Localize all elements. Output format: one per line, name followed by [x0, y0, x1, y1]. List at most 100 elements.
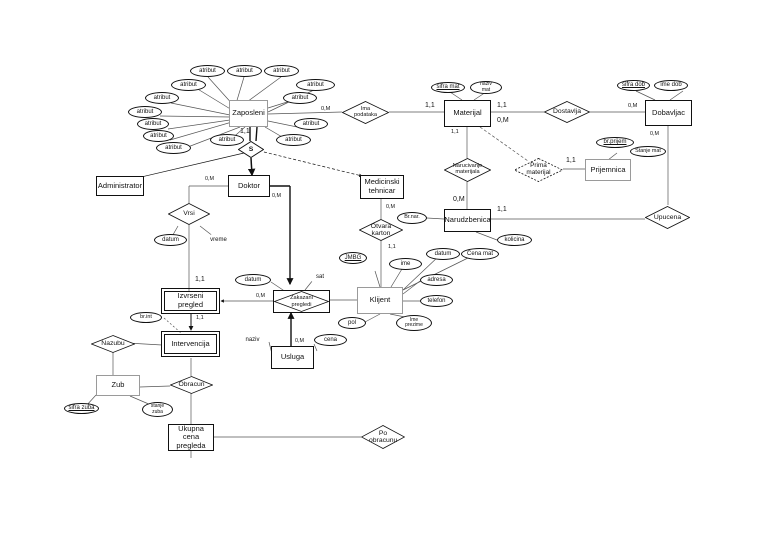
diamond-shape [361, 425, 405, 449]
cardinality-label: 0,M [628, 103, 638, 109]
cardinality-label: 0,M [497, 117, 509, 124]
zaposleni-attribute: atribut [137, 118, 169, 130]
attribute-datum-klijent: datum [426, 248, 460, 260]
cardinality-label: 0,M [205, 176, 214, 182]
attribute-sifra-mat: sifra mat [431, 82, 465, 93]
attribute-br-int: br.int [130, 312, 162, 323]
relationship-label: Prima materijal [526, 162, 551, 176]
relationship-label: Narucivanje materijala [452, 163, 483, 175]
attribute-pol: pol [338, 317, 366, 329]
attribute-vreme: vreme [201, 234, 236, 246]
zaposleni-attribute: atribut [156, 142, 191, 154]
diamond-shape [91, 335, 135, 353]
cardinality-label: 1,1 [497, 206, 507, 213]
relationship-narucivanje-materijala: Narucivanje materijala [444, 158, 491, 182]
zaposleni-attribute: atribut [210, 134, 244, 146]
relationship-s: S [238, 141, 264, 158]
diamond-shape [342, 101, 389, 124]
cardinality-label: 0,M [650, 131, 659, 137]
attribute-sat: sat [308, 271, 332, 283]
diamond-shape [274, 291, 329, 312]
entity-administrator: Administrator [96, 176, 144, 196]
diamond-shape [238, 141, 264, 158]
cardinality-label: 0,M [321, 106, 331, 112]
attribute-kolicina: kolicina [497, 234, 532, 246]
attribute-naziv: naziv [236, 334, 269, 346]
cardinality-label: 0,M [386, 204, 395, 210]
cardinality-label: 0,M [256, 293, 265, 299]
relationship-upucena: Upucena [645, 206, 690, 229]
cardinality-label: 0,M [453, 196, 465, 203]
cardinality-label: 1,1 [425, 102, 435, 109]
diamond-shape [544, 101, 590, 123]
cardinality-label: 0,M [295, 338, 304, 344]
zaposleni-attribute: atribut [296, 79, 335, 91]
entity-klijent: Klijent [357, 287, 403, 314]
diamond-shape [645, 206, 690, 229]
relationship-obracun: Obracun [170, 376, 213, 394]
attribute-cena-mat: Cena mat [461, 248, 499, 260]
entity-usluga: Usluga [271, 346, 314, 369]
zaposleni-attribute: atribut [283, 92, 317, 104]
entity-ukupna-cena-pregleda: Ukupna cena pregleda [168, 424, 214, 451]
relationship-label: Po obracunu [369, 429, 398, 444]
relationship-label: Obracun [178, 381, 205, 389]
attribute-cena: cena [314, 334, 347, 346]
cardinality-label: 1,1 [240, 128, 250, 135]
attribute-naziv-mat: naziv mat [470, 81, 502, 94]
entity-zub: Zub [96, 375, 140, 396]
relationship-label: Nazubu [101, 340, 125, 348]
relationship-label: S [248, 145, 254, 153]
attribute-telefon: telefon [420, 295, 453, 307]
relationship-label: Dostavlja [553, 108, 581, 116]
attribute-jmbg: JMBG [339, 252, 367, 264]
diamond-shape [359, 219, 403, 241]
zaposleni-attribute: atribut [145, 92, 179, 104]
cardinality-label: 1,1 [195, 276, 205, 283]
entity-medicinski-tehnicar: Medicinski tehnicar [360, 175, 404, 199]
diamond-shape [170, 376, 213, 394]
attribute-ime-prezime: Ime prezime [396, 315, 432, 331]
cardinality-label: 0,M [272, 193, 281, 199]
attribute-br-nar: Br.nar. [397, 212, 427, 224]
zaposleni-attribute: atribut [190, 65, 225, 77]
cardinality-label: 1,1 [451, 129, 459, 135]
diamond-shape [168, 203, 210, 225]
zaposleni-attribute: atribut [128, 106, 162, 118]
relationship-prima-materijal: Prima materijal [514, 158, 563, 182]
relationship-zakazani-pregledi-box: Zakazani pregledi [273, 290, 330, 313]
cardinality-label: 1,1 [196, 315, 204, 321]
diamond-shape [444, 158, 491, 182]
attribute-datum-vrsi: datum [154, 234, 187, 246]
relationship-label: Otvara karton [370, 222, 392, 237]
relationship-po-obracunu: Po obracunu [361, 425, 405, 449]
relationship-label: Vrsi [183, 210, 195, 218]
relationship-dostavlja: Dostavlja [544, 101, 590, 123]
entity-zaposleni: Zaposleni [229, 100, 268, 127]
entity-prijemnica: Prijemnica [585, 159, 631, 181]
zaposleni-attribute: atribut [294, 118, 328, 130]
zaposleni-attribute: atribut [264, 65, 299, 77]
relationship-otvara-karton: Otvara karton [359, 219, 403, 241]
relationship-label: Ima podataka [353, 105, 378, 118]
entity-dobavljac: Dobavljac [645, 100, 692, 126]
zaposleni-attribute: atribut [276, 134, 311, 146]
attribute-stanje-zuba: stanje zuba [142, 402, 173, 417]
relationship-vrsi: Vrsi [168, 203, 210, 225]
attribute-adresa: adresa [420, 274, 453, 286]
entity-intervencija: Intervencija [161, 331, 220, 357]
relationship-label: Upucena [653, 213, 682, 221]
attribute-ime: ime [389, 258, 422, 270]
relationship-label: Zakazani pregledi [290, 295, 313, 308]
cardinality-label: 1,1 [566, 157, 576, 164]
entity-doktor: Doktor [228, 175, 270, 197]
attribute-br-prijem: br.prijem [596, 137, 634, 148]
relationship-ima-podataka: Ima podataka [342, 101, 389, 124]
cardinality-label: 1,1 [497, 102, 507, 109]
attribute-datum-zakazani: datum [235, 274, 271, 286]
attribute-sifra-dob: sifra dob [617, 80, 650, 91]
entity-narudzbenica: Narudzbenica [444, 209, 491, 232]
attribute-sifra-zuba: sifra zuba [64, 403, 99, 414]
attribute-ime-dob: ime dob [654, 80, 688, 91]
